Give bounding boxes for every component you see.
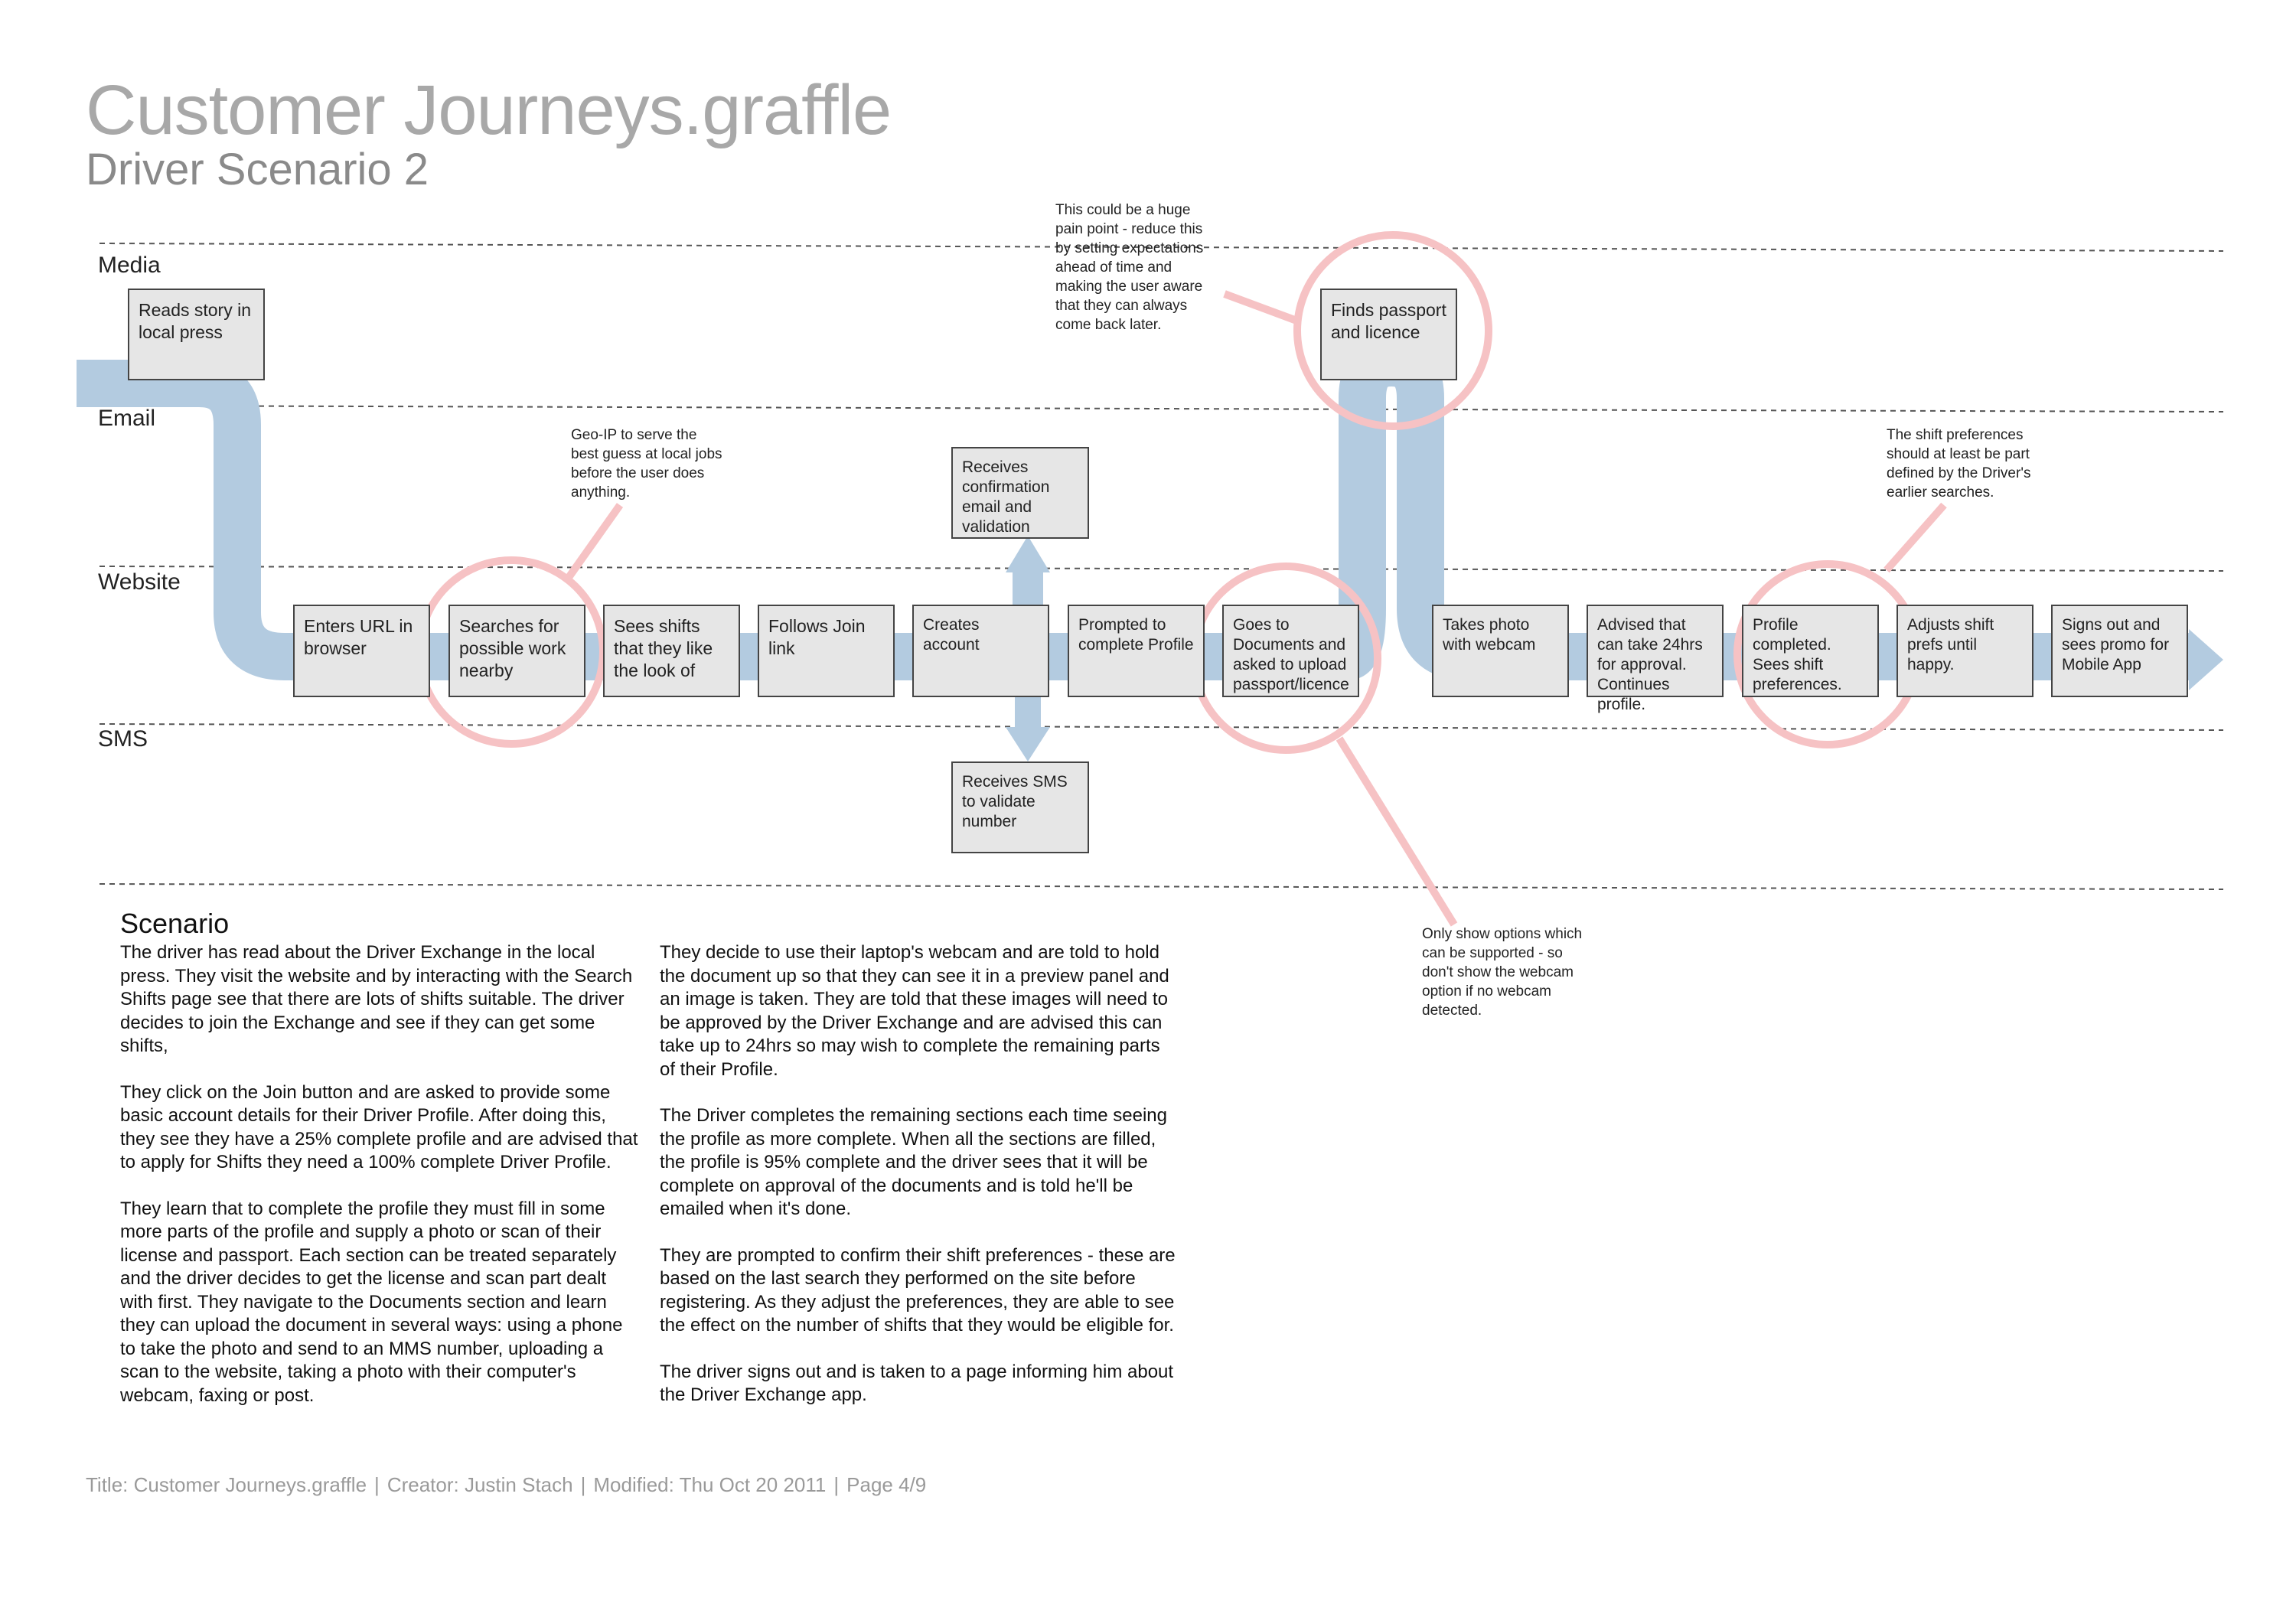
step-finds-passport: Finds passport and licence (1320, 289, 1457, 380)
lane-divider-bottom (99, 883, 2224, 890)
highlight-circle-passport (1293, 231, 1492, 430)
lane-label-email: Email (98, 406, 156, 431)
step-advised-24hrs: Advised that can take 24hrs for approval… (1587, 605, 1724, 713)
step-profile-completed: Profile completed. Sees shift preference… (1742, 605, 1879, 697)
note-pain-point: This could be a huge pain point - reduce… (1055, 202, 1204, 333)
lane-divider-email-website (99, 566, 2224, 572)
flow-arrowhead (2189, 629, 2223, 690)
scenario-paragraph: The driver has read about the Driver Exc… (120, 942, 633, 1056)
scenario-paragraph: They learn that to complete the profile … (120, 1198, 623, 1406)
scenario-column-1: The driver has read about the Driver Exc… (120, 941, 641, 1430)
footer-separator: | (833, 1473, 840, 1496)
arrow-sms-branch (1015, 693, 1041, 729)
step-prompted-profile: Prompted to complete Profile (1068, 605, 1205, 697)
step-reads-story: Reads story in local press (128, 289, 265, 380)
scenario-paragraph: They are prompted to confirm their shift… (660, 1244, 1176, 1336)
note-webcam: Only show options which can be supported… (1422, 926, 1583, 1019)
page-subtitle: Driver Scenario 2 (86, 145, 429, 194)
scenario-paragraph: They decide to use their laptop's webcam… (660, 942, 1169, 1080)
page-title: Customer Journeys.graffle (86, 71, 892, 149)
leader-pain-point (1223, 290, 1300, 325)
step-receives-confirmation: Receives confirmation email and validati… (951, 447, 1089, 539)
lane-divider-website-sms (99, 723, 2224, 731)
step-receives-sms: Receives SMS to validate number (951, 761, 1089, 853)
step-takes-photo: Takes photo with webcam (1432, 605, 1569, 697)
footer-modified: Modified: Thu Oct 20 2011 (593, 1473, 827, 1496)
note-geo-ip: Geo-IP to serve the best guess at local … (571, 427, 722, 501)
scenario-column-2: They decide to use their laptop's webcam… (660, 941, 1180, 1430)
note-shift-prefs: The shift preferences should at least be… (1887, 427, 2031, 501)
lane-label-media: Media (98, 253, 161, 278)
step-sees-shifts: Sees shifts that they like the look of (603, 605, 740, 697)
scenario-paragraph: The Driver completes the remaining secti… (660, 1105, 1167, 1219)
footer-separator: | (580, 1473, 586, 1496)
lane-label-website: Website (98, 569, 181, 595)
step-creates-account: Creates account (912, 605, 1049, 697)
step-goes-documents: Goes to Documents and asked to upload pa… (1222, 605, 1359, 697)
step-signs-out: Signs out and sees promo for Mobile App (2051, 605, 2188, 697)
footer-creator: Creator: Justin Stach (386, 1473, 573, 1496)
scenario-paragraph: They click on the Join button and are as… (120, 1081, 638, 1173)
step-adjusts-shift: Adjusts shift prefs until happy. (1896, 605, 2033, 697)
scenario-heading: Scenario (120, 908, 230, 939)
step-searches-work: Searches for possible work nearby (448, 605, 585, 697)
step-follows-join: Follows Join link (758, 605, 895, 697)
step-enters-url: Enters URL in browser (293, 605, 430, 697)
lane-divider-media-email (99, 405, 2224, 413)
footer-page: Page 4/9 (846, 1473, 927, 1496)
leader-webcam (1336, 736, 1458, 927)
footer-meta: Title: Customer Journeys.graffle | Creator… (86, 1473, 926, 1497)
lane-label-sms: SMS (98, 726, 148, 752)
scenario-paragraph: The driver signs out and is taken to a p… (660, 1361, 1174, 1406)
leader-shift-prefs (1883, 502, 1947, 573)
leader-geo-ip (564, 503, 624, 581)
footer-separator: | (374, 1473, 380, 1496)
footer-title: Title: Customer Journeys.graffle (86, 1473, 367, 1496)
